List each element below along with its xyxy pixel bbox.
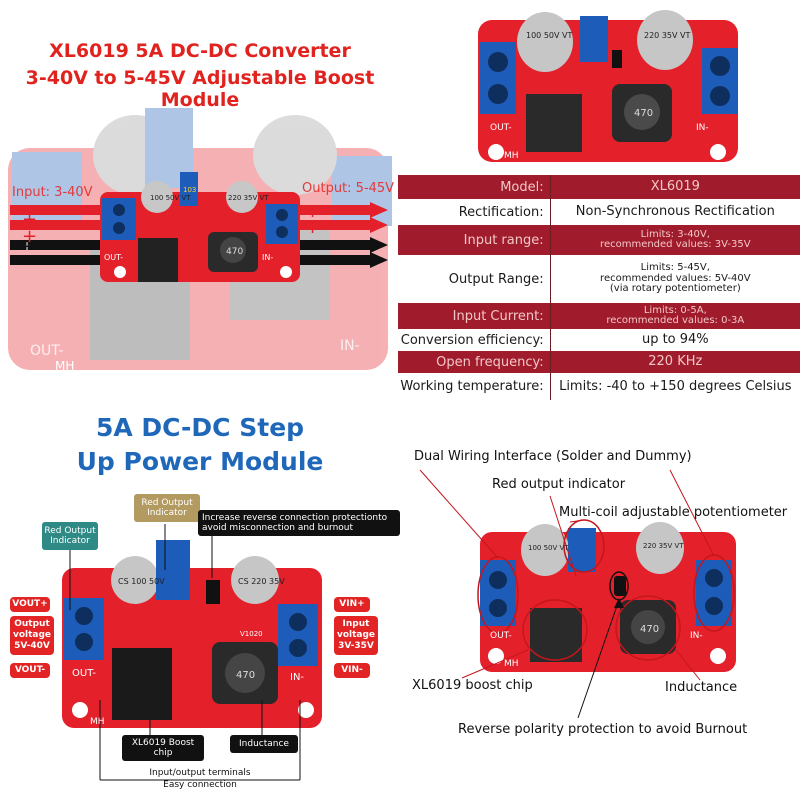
spec-row-temperature: Working temperature: Limits: -40 to +150… xyxy=(398,373,800,400)
spec-key: Open frequency: xyxy=(436,354,544,370)
pot-label: 103 xyxy=(183,186,196,194)
minus-sign-left-1: − xyxy=(20,236,35,257)
bl-inductor: 470 xyxy=(236,670,255,681)
spec-value: Limits: -40 to +150 degrees Celsius xyxy=(549,373,800,400)
spec-row-frequency: Open frequency: 220 KHz xyxy=(398,351,800,373)
tr-mh-label: MH xyxy=(504,151,519,161)
product-title-line1: XL6019 5A DC-DC Converter xyxy=(49,40,351,62)
red-output-indicator-left-callout: Red Output Indicator xyxy=(42,522,98,550)
minus-sign-left-2: − xyxy=(20,251,35,272)
spec-row-input-range: Input range: Limits: 3-40V,recommended v… xyxy=(398,225,800,255)
inductor-label: 470 xyxy=(226,247,243,257)
terminals-callout-line1: Input/output terminals xyxy=(149,768,251,778)
product-title-line2: 3-40V to 5-45V Adjustable Boost Module xyxy=(25,67,375,111)
plus-sign-right-2: + xyxy=(305,217,320,238)
vin-minus-label: VIN- xyxy=(334,663,370,678)
cap-right-label: 220 35V VT xyxy=(228,194,269,202)
spec-key: Output Range: xyxy=(448,271,544,287)
vout-plus-label: VOUT+ xyxy=(10,597,50,612)
tr-out-label: OUT- xyxy=(490,123,512,133)
vout-minus-label: VOUT- xyxy=(10,663,50,678)
faded-in-label: IN- xyxy=(340,338,360,354)
board-label-plus1: + xyxy=(22,239,32,253)
multi-coil-potentiometer-label: Multi-coil adjustable potentiometer xyxy=(559,505,788,520)
tr-inductor: 470 xyxy=(634,108,653,119)
bl-cap-right: CS 220 35V xyxy=(238,577,285,586)
boost-chip-label: XL6019 boost chip xyxy=(412,678,533,693)
spec-value: Limits: 0-5A,recommended values: 0-3A xyxy=(549,303,800,329)
spec-value: 220 KHz xyxy=(549,351,800,373)
tr-cap-left: 100 50V VT xyxy=(526,31,572,40)
spec-key: Rectification: xyxy=(458,204,544,220)
spec-value: XL6019 xyxy=(549,175,800,199)
module-title-line1: 5A DC-DC Step xyxy=(95,413,305,442)
vin-plus-label: VIN+ xyxy=(334,597,370,612)
spec-table: Model: XL6019 Rectification: Non-Synchro… xyxy=(398,175,800,400)
spec-row-model: Model: XL6019 xyxy=(398,175,800,199)
plus-sign-left-1: + xyxy=(22,209,37,230)
tr-in-label: IN- xyxy=(696,123,709,133)
br-in-label: IN- xyxy=(690,631,703,641)
board-in-label: IN- xyxy=(262,253,273,262)
spec-row-rectification: Rectification: Non-Synchronous Rectifica… xyxy=(398,199,800,225)
module-title-line2: Up Power Module xyxy=(76,447,324,476)
spec-value: Limits: 5-45V,recommended values: 5V-40V… xyxy=(549,255,800,303)
spec-row-output-range: Output Range: Limits: 5-45V,recommended … xyxy=(398,255,800,303)
spec-row-efficiency: Conversion efficiency: up to 94% xyxy=(398,329,800,351)
input-voltage-label: Input: 3-40V xyxy=(12,185,93,200)
bottom-right-board-illustration: OUT- IN- MH 100 50V VT 220 35V VT 470 xyxy=(419,469,736,719)
inductance-callout: Inductance xyxy=(230,735,298,753)
br-mh-label: MH xyxy=(504,659,519,669)
boost-board-small xyxy=(100,172,300,282)
spec-key: Conversion efficiency: xyxy=(400,332,544,348)
input-voltage-label: Input voltage 3V-35V xyxy=(334,616,378,655)
output-voltage-label: Output: 5-45V xyxy=(302,181,395,196)
spec-key: Input Current: xyxy=(452,308,544,324)
spec-key: Working temperature: xyxy=(400,379,544,394)
bl-cap-left: CS 100 50V xyxy=(118,577,165,586)
terminals-callout-line2: Easy connection xyxy=(163,780,237,790)
bl-version: V1020 xyxy=(240,630,263,638)
bl-mh-label: MH xyxy=(90,717,105,727)
reverse-protection-callout: Increase reverse connection protectionto… xyxy=(198,510,400,536)
faded-out-label: OUT- xyxy=(30,343,64,359)
red-output-indicator-top-callout: Red Output Indicator xyxy=(134,494,200,522)
plus-sign-left-2: + xyxy=(22,226,37,247)
spec-value: Non-Synchronous Rectification xyxy=(549,199,800,225)
board-out-label: OUT- xyxy=(104,253,123,262)
top-right-board-photo: OUT- IN- MH 100 50V VT 220 35V VT 470 xyxy=(478,10,738,162)
br-cap-right: 220 35V VT xyxy=(643,542,684,550)
spec-row-input-current: Input Current: Limits: 0-5A,recommended … xyxy=(398,303,800,329)
plus-sign-right-1: + xyxy=(305,201,320,222)
cap-left-label: 100 50V VT xyxy=(150,194,191,202)
faded-mh-label: MH xyxy=(55,359,74,373)
output-voltage-label: Output voltage 5V-40V xyxy=(10,616,54,655)
br-out-label: OUT- xyxy=(490,631,512,641)
br-inductor: 470 xyxy=(640,624,659,635)
spec-key: Input range: xyxy=(463,232,544,248)
minus-sign-right-2: − xyxy=(303,251,318,272)
bottom-left-board-illustration: CS 100 50V CS 220 35V 470 OUT- IN- MH V1… xyxy=(62,524,322,781)
br-cap-left: 100 50V VT xyxy=(528,544,569,552)
boost-chip-callout: XL6019 Boost chip xyxy=(122,735,204,761)
spec-value: Limits: 3-40V,recommended values: 3V-35V xyxy=(549,225,800,255)
top-left-board-illustration: + + + − − + + − − OUT- IN- 100 50V VT 22… xyxy=(8,108,392,373)
minus-sign-right-1: − xyxy=(303,236,318,257)
inductance-label: Inductance xyxy=(665,680,738,695)
reverse-polarity-label: Reverse polarity protection to avoid Bur… xyxy=(458,722,748,737)
bl-out-label: OUT- xyxy=(72,668,96,679)
spec-key: Model: xyxy=(500,179,544,195)
dual-wiring-label: Dual Wiring Interface (Solder and Dummy) xyxy=(414,449,692,464)
red-output-indicator-label: Red output indicator xyxy=(492,477,626,492)
bl-in-label: IN- xyxy=(290,672,304,683)
spec-value: up to 94% xyxy=(549,329,800,351)
tr-cap-right: 220 35V VT xyxy=(644,31,690,40)
